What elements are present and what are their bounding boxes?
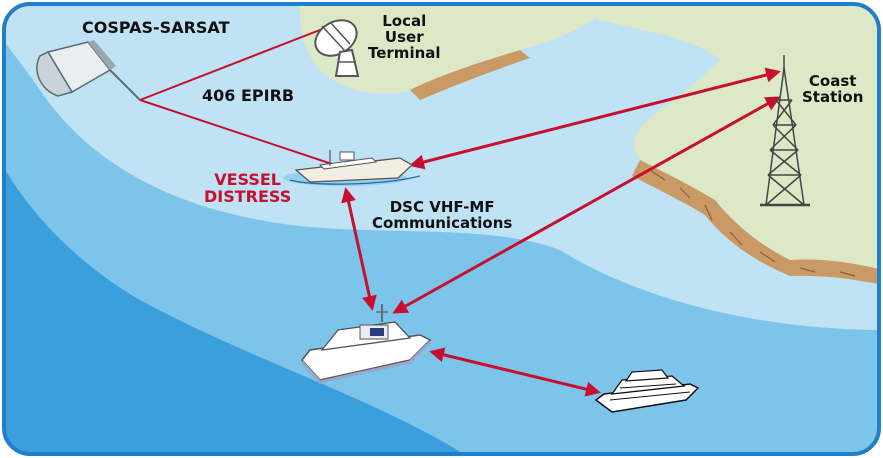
arrow-coast-to-rescue <box>392 96 781 314</box>
lut-line-1: Local <box>382 12 427 30</box>
lut-line-3: Terminal <box>368 43 441 62</box>
signal-satellite-to-vessel <box>139 99 336 166</box>
yacht-icon <box>594 369 700 413</box>
lut-line-2: User <box>384 27 424 46</box>
dsc-communications-label: DSC VHF-MF Communications <box>372 198 513 232</box>
cospas-sarsat-label: COSPAS-SARSAT <box>82 18 230 37</box>
radio-tower-icon <box>760 55 810 207</box>
satellite-icon <box>36 40 141 101</box>
coast-line-1: Coast <box>808 72 857 90</box>
arrow-rescue-to-yacht <box>429 347 601 397</box>
dsc-line-2: Communications <box>372 213 513 232</box>
coast-station-label: Coast Station <box>802 72 864 106</box>
local-user-terminal-label: Local User Terminal <box>368 12 441 62</box>
distress-line-2: DISTRESS <box>204 186 292 206</box>
satellite-dish-icon <box>314 19 360 77</box>
epirb-label: 406 EPIRB <box>202 86 295 105</box>
vessel-distress-label: VESSEL DISTRESS <box>204 170 292 206</box>
dsc-line-1: DSC VHF-MF <box>389 198 495 216</box>
distress-line-1: VESSEL <box>214 170 281 189</box>
coast-line-2: Station <box>802 87 864 106</box>
sinking-vessel-icon <box>283 150 421 186</box>
land-north <box>299 4 620 94</box>
signal-satellite-to-lut <box>139 27 326 101</box>
rescue-vessel-icon <box>300 304 432 384</box>
arrow-distress-to-rescue <box>341 187 377 311</box>
